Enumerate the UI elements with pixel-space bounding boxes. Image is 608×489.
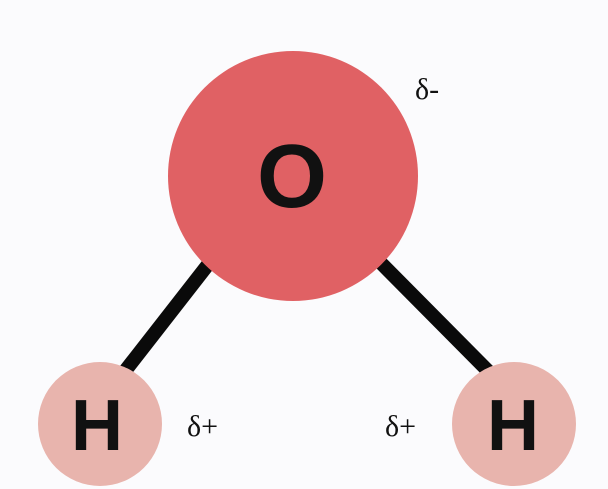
hydrogen-left-symbol: H (71, 386, 123, 466)
oxygen-atom (168, 51, 418, 301)
hydrogen-left-partial-charge: δ+ (187, 410, 218, 443)
hydrogen-atom-left (38, 362, 162, 486)
bond-right (375, 257, 502, 385)
oxygen-symbol: O (257, 127, 327, 227)
bond-left (112, 257, 216, 385)
hydrogen-right-symbol: H (487, 386, 539, 466)
oxygen-partial-charge: δ- (415, 73, 439, 106)
hydrogen-atom-right (452, 362, 576, 486)
hydrogen-right-partial-charge: δ+ (385, 410, 416, 443)
